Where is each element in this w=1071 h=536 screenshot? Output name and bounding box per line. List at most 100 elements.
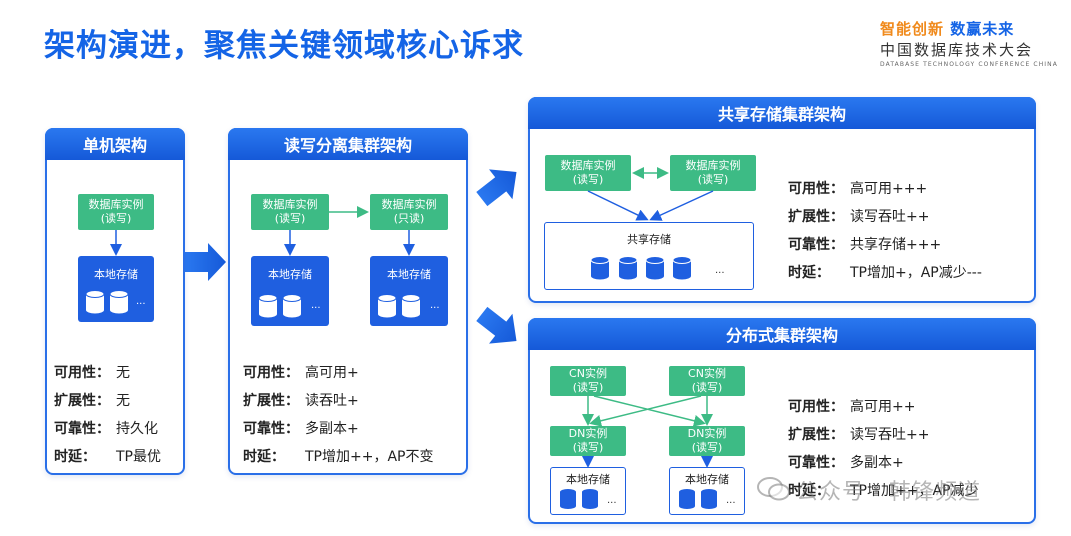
prop-row: 时延： TP增加++，AP减少 [788, 480, 978, 508]
dist-dn-a: DN实例 (读写) [550, 426, 626, 456]
prop-key: 可靠性： [788, 455, 844, 471]
page-title: 架构演进，聚焦关键领域核心诉求 [44, 28, 524, 64]
brand-name: 中国数据库技术大会 [880, 41, 1034, 59]
dist-cn-a: CN实例 (读写) [550, 366, 626, 396]
prop-value: 共享存储+++ [850, 237, 942, 253]
rw-storage-b-label: 本地存储 [387, 268, 431, 281]
dist-cn-a-name: CN实例 [569, 367, 607, 380]
prop-key: 可用性： [243, 365, 299, 381]
shared-storage-label: 共享存储 [627, 233, 671, 246]
prop-key: 时延： [243, 449, 285, 465]
prop-key: 时延： [788, 265, 830, 281]
storage-more: ... [136, 296, 146, 307]
rw-storage-a: 本地存储 ... [251, 256, 329, 326]
storage-more: ... [715, 265, 725, 276]
prop-value: 持久化 [116, 421, 158, 437]
shared-instance-a-mode: (读写) [572, 173, 604, 186]
single-instance-mode: (读写) [100, 212, 132, 225]
rw-instance-rw: 数据库实例 (读写) [251, 194, 329, 230]
rw-instance-ro-name: 数据库实例 [381, 198, 437, 211]
disk-icon [591, 256, 609, 280]
prop-row: 可靠性：多副本+ [788, 452, 978, 480]
rw-instance-rw-mode: (读写) [274, 212, 306, 225]
prop-row: 时延： TP增加++，AP不变 [243, 446, 433, 474]
storage-more: ... [607, 495, 617, 506]
brand-slogan-a: 智能创新 [880, 20, 945, 38]
prop-row: 可用性：高可用++ [788, 396, 978, 424]
shared-instance-a: 数据库实例 (读写) [545, 155, 631, 191]
panel-dist-header: 分布式集群架构 [528, 318, 1036, 350]
panel-single-header: 单机架构 [45, 128, 185, 160]
disk-icon [619, 256, 637, 280]
prop-row: 可用性： 无 [54, 362, 161, 390]
disk-icon [560, 489, 576, 509]
shared-storage: 共享存储 ... [544, 222, 754, 290]
prop-value: 读吞吐+ [305, 393, 359, 409]
link-shared-a-storage [587, 190, 649, 221]
single-instance: 数据库实例 (读写) [78, 194, 154, 230]
disk-icon [701, 489, 717, 509]
dist-dn-a-mode: (读写) [572, 441, 604, 454]
prop-key: 可用性： [788, 399, 844, 415]
prop-value: 高可用+ [305, 365, 359, 381]
prop-key: 可靠性： [54, 421, 110, 437]
brand-english: DATABASE TECHNOLOGY CONFERENCE CHINA [880, 61, 1058, 68]
brand-slogan-b: 数赢未来 [950, 20, 1015, 38]
disk-icon [283, 294, 301, 318]
single-instance-name: 数据库实例 [88, 198, 144, 211]
prop-key: 可用性： [54, 365, 110, 381]
single-storage-label: 本地存储 [94, 268, 138, 281]
prop-row: 可靠性：多副本+ [243, 418, 433, 446]
prop-value: 读写吞吐++ [850, 427, 930, 443]
brand-slogan: 智能创新 数赢未来 [880, 18, 1014, 39]
storage-more: ... [430, 300, 440, 311]
dist-cn-b: CN实例 (读写) [669, 366, 745, 396]
prop-key: 扩展性： [788, 209, 844, 225]
prop-key: 时延： [54, 449, 96, 465]
dist-props: 可用性：高可用++ 扩展性：读写吞吐++ 可靠性：多副本+ 时延： TP增加++，… [788, 396, 978, 508]
prop-value: TP增加+，AP减少--- [850, 265, 982, 281]
single-storage: 本地存储 ... [78, 256, 154, 322]
prop-value: TP增加++，AP不变 [305, 449, 434, 465]
prop-row: 时延： TP增加+，AP减少--- [788, 262, 982, 290]
dist-storage-a-label: 本地存储 [566, 473, 610, 486]
dist-storage-b-label: 本地存储 [685, 473, 729, 486]
prop-value: 无 [116, 393, 130, 409]
watermark-text: 公众号 · 韩锋频道 [796, 480, 981, 505]
disk-icon [110, 290, 128, 314]
arrow-up-right-icon [476, 169, 517, 207]
dist-cn-b-mode: (读写) [691, 381, 723, 394]
prop-value: 读写吞吐++ [850, 209, 930, 225]
prop-value: 多副本+ [305, 421, 359, 437]
prop-row: 扩展性： 读吞吐+ [243, 390, 433, 418]
prop-row: 可靠性： 持久化 [54, 418, 161, 446]
shared-instance-b-name: 数据库实例 [685, 159, 741, 172]
prop-row: 扩展性： 无 [54, 390, 161, 418]
single-props: 可用性： 无 扩展性： 无 可靠性： 持久化 时延：TP最优 [54, 362, 161, 474]
prop-row: 时延：TP最优 [54, 446, 161, 474]
prop-value: 高可用+++ [850, 181, 928, 197]
disk-icon [378, 294, 396, 318]
prop-row: 可靠性：共享存储+++ [788, 234, 982, 262]
prop-row: 扩展性：读写吞吐++ [788, 424, 978, 452]
dist-dn-b-name: DN实例 [687, 427, 727, 440]
dist-cn-b-name: CN实例 [688, 367, 726, 380]
disk-icon [582, 489, 598, 509]
dist-cn-a-mode: (读写) [572, 381, 604, 394]
dist-storage-b: 本地存储 ... [669, 467, 745, 515]
link-shared-b-storage [649, 190, 714, 221]
prop-key: 扩展性： [54, 393, 110, 409]
dist-dn-b: DN实例 (读写) [669, 426, 745, 456]
rw-instance-rw-name: 数据库实例 [262, 198, 318, 211]
rw-props: 可用性： 高可用+ 扩展性： 读吞吐+ 可靠性：多副本+ 时延： TP增加++，AP不… [243, 362, 433, 474]
dist-storage-a: 本地存储 ... [550, 467, 626, 515]
prop-key: 扩展性： [243, 393, 299, 409]
storage-more: ... [311, 300, 321, 311]
prop-value: 无 [116, 365, 130, 381]
prop-row: 扩展性： 读写吞吐++ [788, 206, 982, 234]
prop-value: TP增加++，AP减少 [850, 483, 979, 499]
prop-row: 可用性： 高可用+ [243, 362, 433, 390]
prop-key: 时延： [788, 483, 830, 499]
arrow-down-right-icon [476, 306, 517, 344]
